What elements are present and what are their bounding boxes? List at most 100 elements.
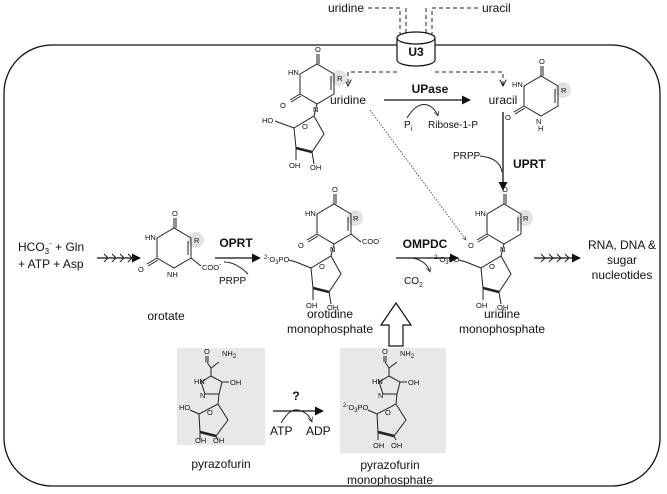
svg-text:NH2: NH2 — [400, 349, 415, 360]
extracellular-uridine-label: uridine — [328, 1, 364, 15]
uridine-label: uridine — [330, 93, 366, 107]
svg-text:HN: HN — [372, 377, 383, 386]
svg-text:OH: OH — [230, 378, 241, 387]
pi-label: Pi — [404, 120, 413, 133]
ump-label-line2: monophosphate — [459, 322, 545, 336]
svg-text:OH: OH — [195, 436, 206, 445]
svg-text:2-O3PO: 2-O3PO — [264, 255, 290, 266]
ump-label-line1: uridine — [484, 307, 520, 321]
svg-text:R: R — [561, 86, 567, 95]
orotate-structure: O HN O NH R COO- — [138, 209, 221, 279]
u3-transporter: U3 — [396, 31, 436, 67]
denovo-multistep-arrow — [97, 253, 141, 263]
pyrazofurin-mp-label-line2: monophosphate — [347, 473, 433, 487]
svg-text:OH: OH — [408, 378, 419, 387]
svg-text:COO-: COO- — [202, 262, 221, 272]
inputs-line1: HCO3- + Gln — [18, 239, 84, 256]
unknown-enzyme-label: ? — [292, 389, 299, 403]
inhibition-hollow-arrow — [379, 301, 413, 347]
co2-label: CO2 — [404, 276, 423, 289]
svg-text:HN: HN — [194, 377, 205, 386]
outputs-line3: nucleotides — [592, 268, 653, 282]
svg-text:OH: OH — [391, 441, 402, 450]
svg-text:O: O — [207, 408, 213, 417]
extracellular-uracil-label: uracil — [482, 1, 511, 15]
svg-text:H: H — [538, 124, 543, 133]
svg-text:R: R — [523, 214, 529, 223]
prpp-upper-label: PRPP — [453, 151, 481, 162]
omp-label-line2: monophosphate — [287, 322, 373, 336]
import-arrow-uridine — [348, 71, 397, 86]
oprt-enzyme-label: OPRT — [219, 236, 253, 250]
svg-text:O: O — [505, 113, 511, 122]
u3-label: U3 — [408, 45, 424, 59]
svg-text:HN: HN — [512, 80, 523, 89]
svg-text:OH: OH — [327, 303, 338, 312]
oprt-cofactor-curve — [223, 261, 249, 275]
omp-label-line1: orotidine — [307, 307, 353, 321]
svg-text:HO: HO — [179, 403, 190, 412]
svg-text:OH: OH — [497, 303, 508, 312]
svg-text:O: O — [204, 347, 210, 356]
svg-text:HN: HN — [305, 209, 316, 218]
svg-text:OH: OH — [476, 301, 487, 310]
pyrazofurin-label: pyrazofurin — [191, 457, 250, 471]
uracil-label: uracil — [489, 93, 518, 107]
inputs-line2: + ATP + Asp — [18, 257, 84, 271]
outputs-line1: RNA, DNA & — [588, 238, 656, 252]
ump-structure: O HN O N R O 2-O3PO OH OH — [434, 185, 533, 312]
svg-text:R: R — [353, 214, 359, 223]
svg-text:R: R — [337, 74, 343, 83]
pyrazofurin-mp-label-line1: pyrazofurin — [360, 458, 419, 472]
svg-text:O: O — [319, 262, 325, 271]
svg-text:O: O — [302, 122, 308, 131]
uprt-cofactor-curve — [479, 155, 503, 173]
pyrazofurin-box — [177, 348, 265, 445]
pyrazofurin-mp-structure: NH2 O OH HN N O 2-O3PO OH OH — [343, 347, 419, 450]
svg-text:N: N — [378, 391, 383, 400]
kinase-cofactor-curve — [280, 409, 312, 424]
svg-text:OH: OH — [213, 436, 224, 445]
svg-text:O: O — [382, 347, 388, 356]
svg-text:OH: OH — [306, 301, 317, 310]
omp-structure: O HN O N R COO- O 2-O3PO OH OH — [264, 185, 381, 312]
pyrazofurin-structure: NH2 O OH HN N O HO OH OH — [179, 347, 241, 445]
ompdc-product-curve — [411, 257, 430, 272]
svg-text:NH2: NH2 — [222, 349, 237, 360]
svg-text:OH: OH — [373, 441, 384, 450]
ompdc-enzyme-label: OMPDC — [403, 237, 448, 251]
pyrazofurin-mp-box — [340, 348, 446, 453]
upase-cofactor-curve — [406, 104, 438, 119]
uracil-structure: O HN O N H R — [505, 57, 571, 133]
transport-dashes-top — [368, 7, 478, 34]
cell-membrane — [3, 44, 661, 487]
svg-text:N: N — [200, 391, 205, 400]
svg-text:OH: OH — [289, 161, 300, 170]
svg-text:OH: OH — [310, 163, 321, 172]
svg-text:O: O — [315, 45, 321, 54]
svg-text:HN: HN — [288, 68, 299, 77]
svg-text:O: O — [385, 408, 391, 417]
atp-label: ATP — [270, 424, 292, 438]
uprt-enzyme-label: UPRT — [513, 157, 546, 171]
orotate-label: orotate — [147, 309, 185, 323]
svg-text:HN: HN — [475, 209, 486, 218]
svg-text:O: O — [539, 57, 545, 66]
products-multistep-arrow — [534, 253, 581, 263]
ribose-1-p-label: Ribose-1-P — [428, 120, 478, 131]
svg-text:2-O3PO: 2-O3PO — [434, 255, 460, 266]
svg-text:O: O — [489, 262, 495, 271]
svg-text:O: O — [138, 265, 144, 274]
svg-text:O: O — [332, 185, 338, 194]
svg-text:O: O — [172, 209, 178, 218]
svg-text:2-O3PO: 2-O3PO — [343, 403, 369, 414]
svg-text:NH: NH — [167, 270, 178, 279]
adp-label: ADP — [306, 424, 331, 438]
uridine-structure: O HN O N R O HO OH OH — [262, 45, 347, 172]
svg-text:O: O — [502, 185, 508, 194]
svg-text:N: N — [536, 117, 541, 126]
svg-text:HN: HN — [145, 233, 156, 242]
svg-text:R: R — [194, 236, 200, 245]
